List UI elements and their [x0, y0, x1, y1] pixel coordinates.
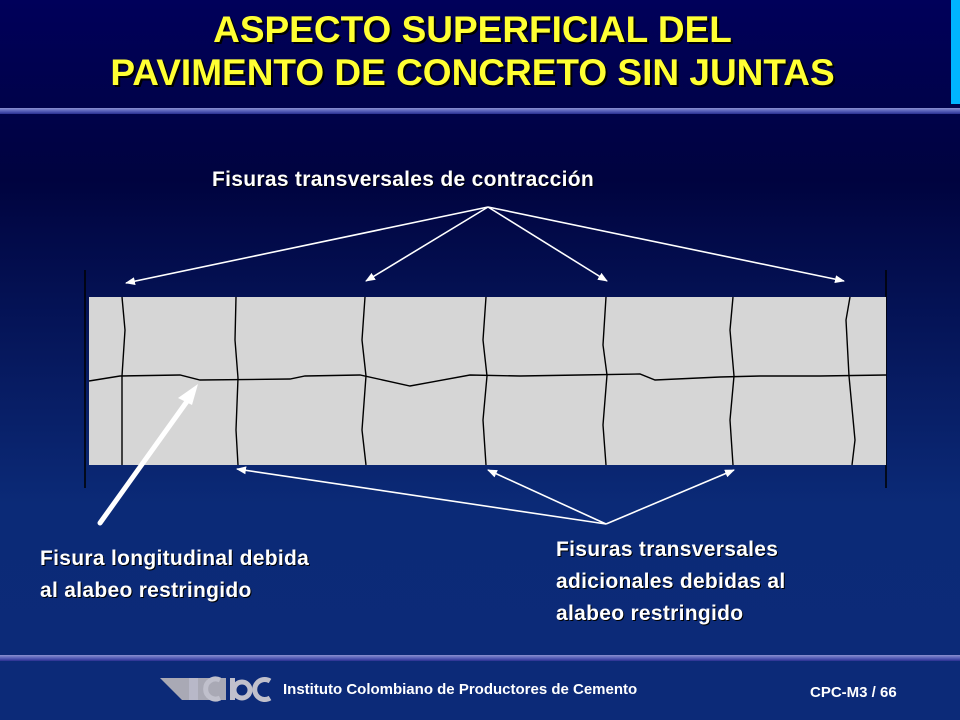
contraction-arrow-4	[487, 206, 845, 284]
institute-name: Instituto Colombiano de Productores de C…	[283, 681, 638, 698]
contraction-crack	[121, 296, 126, 465]
icpc-logo-c	[203, 676, 222, 702]
accent-bar	[951, 0, 960, 104]
additional-cracks-label: Fisuras transversales adicionales debida…	[556, 534, 786, 630]
slide-title: ASPECTO SUPERFICIAL DEL PAVIMENTO DE CON…	[0, 8, 945, 94]
longitudinal-arrow-head	[178, 384, 198, 405]
longitudinal-label-line-1: Fisura longitudinal debida	[40, 547, 310, 570]
additional-crack	[482, 296, 488, 466]
contraction-cracks-label: Fisuras transversales de contracción	[212, 168, 594, 191]
additional-arrow-3	[605, 469, 735, 525]
icpc-logo-c2	[252, 677, 272, 702]
additional-label-line-3: alabeo restringido	[556, 602, 744, 625]
icpc-logo-i	[189, 678, 198, 700]
contraction-crack	[602, 296, 608, 466]
contraction-arrow-3	[487, 206, 608, 282]
additional-arrow-1	[236, 466, 607, 525]
contraction-arrow-1	[125, 206, 489, 286]
slide-title-line-2: PAVIMENTO DE CONCRETO SIN JUNTAS	[110, 52, 835, 93]
slide-reference: CPC-M3 / 66	[810, 684, 897, 701]
longitudinal-crack-label: Fisura longitudinal debida al alabeo res…	[40, 543, 309, 607]
slide-title-line-1: ASPECTO SUPERFICIAL DEL	[213, 9, 732, 50]
longitudinal-arrow-shaft	[97, 397, 191, 526]
additional-crack	[729, 296, 735, 466]
concrete-slab	[89, 297, 886, 465]
additional-crack	[234, 296, 239, 466]
contraction-crack	[361, 296, 367, 466]
additional-arrow-2	[487, 469, 607, 525]
top-divider	[0, 108, 960, 114]
contraction-crack	[845, 296, 856, 466]
contraction-arrow-2	[365, 206, 489, 282]
additional-label-line-1: Fisuras transversales	[556, 538, 779, 561]
bottom-divider	[0, 655, 960, 661]
icpc-logo-p-bowl	[231, 679, 253, 701]
longitudinal-label-line-2: al alabeo restringido	[40, 579, 252, 602]
additional-label-line-2: adicionales debidas al	[556, 570, 786, 593]
